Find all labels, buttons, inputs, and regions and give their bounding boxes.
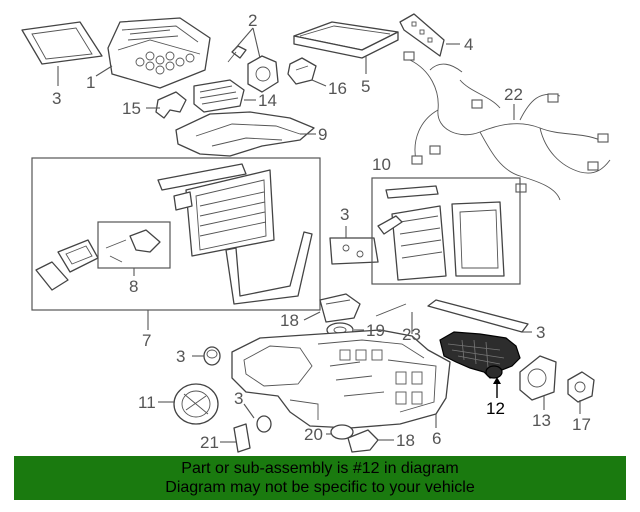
part-notice-line-1: Part or sub-assembly is #12 in diagram xyxy=(181,460,459,477)
callout-17: 17 xyxy=(572,415,591,434)
callout-5: 5 xyxy=(361,77,370,96)
callout-20: 20 xyxy=(304,425,323,444)
callout-3-seal: 3 xyxy=(536,323,545,342)
callout-21: 21 xyxy=(200,433,219,452)
part-11-blower-fan xyxy=(173,383,219,425)
part-18-actuator-lower xyxy=(347,429,379,453)
part-17-sensor xyxy=(567,371,595,403)
callout-12-highlighted: 12 xyxy=(486,399,505,418)
part-13-actuator xyxy=(519,355,557,401)
callout-2: 2 xyxy=(248,11,257,30)
part-15-clip xyxy=(155,91,187,119)
callout-9: 9 xyxy=(318,125,327,144)
part-9-duct xyxy=(175,111,315,157)
callout-3: 3 xyxy=(52,89,61,108)
part-21-elbow xyxy=(233,423,251,453)
callout-3-lower: 3 xyxy=(234,389,243,408)
arrowhead-12 xyxy=(493,377,501,384)
part-notice-line-2: Diagram may not be specific to your vehi… xyxy=(165,479,475,496)
callout-3-gasket: 3 xyxy=(340,205,349,224)
callout-10: 10 xyxy=(372,155,391,174)
part-seal-ring xyxy=(35,239,99,291)
part-1-upper-case xyxy=(107,17,211,89)
part-notice-banner: Part or sub-assembly is #12 in diagram D… xyxy=(14,456,626,500)
callout-4: 4 xyxy=(464,35,473,54)
callout-3-cap: 3 xyxy=(176,347,185,366)
part-screw xyxy=(375,303,407,317)
callout-6: 6 xyxy=(432,429,441,448)
callout-7: 7 xyxy=(142,331,151,350)
part-10-evaporator xyxy=(377,185,505,281)
part-heater-seal xyxy=(225,231,313,305)
part-4-bracket xyxy=(399,13,445,57)
part-14-control-module xyxy=(193,79,245,113)
part-22-wiring-harness xyxy=(403,51,611,201)
callout-1: 1 xyxy=(86,73,95,92)
part-heater-core xyxy=(157,163,275,257)
callout-22: 22 xyxy=(504,85,523,104)
part-3-gasket-right xyxy=(329,237,379,265)
callout-8: 8 xyxy=(129,277,138,296)
callout-23: 23 xyxy=(402,325,421,344)
leader-lines xyxy=(57,27,581,443)
callout-18-upper: 18 xyxy=(280,311,299,330)
callout-16: 16 xyxy=(328,79,347,98)
part-20-grommet xyxy=(330,424,354,440)
part-3-seal-frame xyxy=(21,21,103,65)
callout-13: 13 xyxy=(532,411,551,430)
part-8-valve xyxy=(105,229,161,263)
part-12-highlighted-assembly xyxy=(439,331,521,379)
callout-19: 19 xyxy=(366,321,385,340)
group-box-7 xyxy=(31,157,321,311)
part-18-actuator-upper xyxy=(319,293,361,323)
callout-11: 11 xyxy=(138,393,156,412)
part-3-cap-left xyxy=(203,346,221,366)
part-3-cap-lower xyxy=(256,415,272,433)
part-16-sensor xyxy=(287,57,317,85)
callout-18-lower: 18 xyxy=(396,431,415,450)
callout-numbers: 3 1 2 4 5 16 14 15 9 22 10 3 7 8 18 19 2… xyxy=(52,11,591,452)
group-box-10 xyxy=(371,177,521,285)
part-5-cabin-filter xyxy=(293,21,399,59)
part-6-lower-case xyxy=(231,329,451,429)
part-3-long-seal xyxy=(427,299,529,333)
callout-15: 15 xyxy=(122,99,141,118)
callout-14: 14 xyxy=(258,91,277,110)
